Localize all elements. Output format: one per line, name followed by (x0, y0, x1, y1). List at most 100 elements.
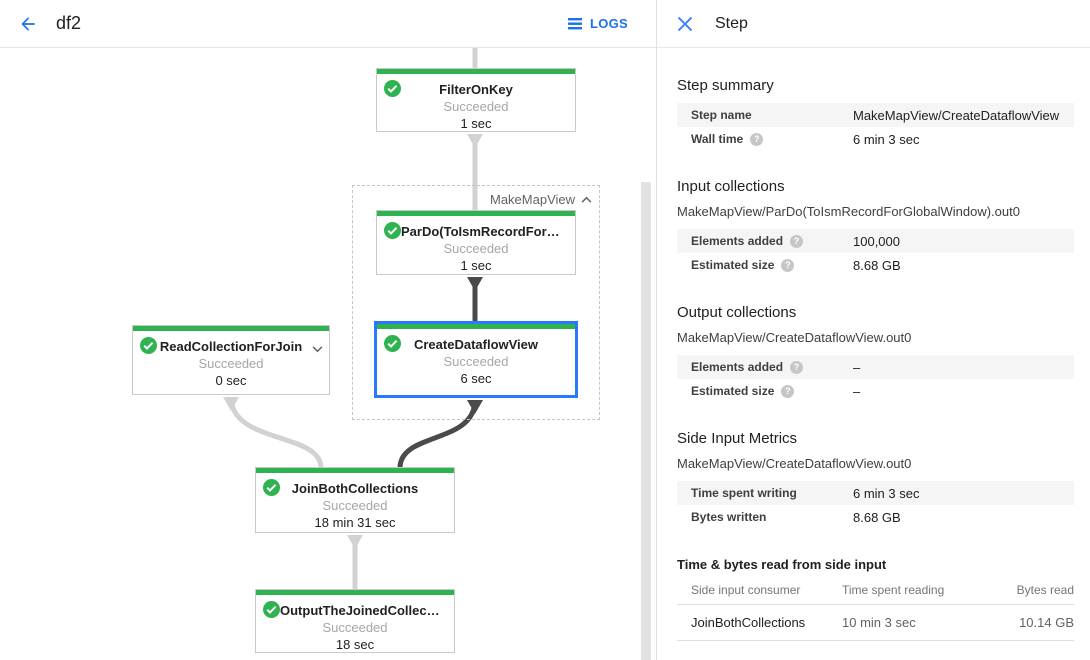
chevron-down-icon (312, 346, 323, 353)
section-heading-side-input-metrics: Side Input Metrics (677, 430, 798, 447)
side-input-consumer: JoinBothCollections (691, 615, 806, 630)
kv-value: – (853, 383, 861, 399)
arrow-back-icon (21, 16, 35, 31)
panel-header: Step (657, 0, 1090, 48)
group-label-text: MakeMapView (490, 192, 576, 207)
time-spent-reading: 10 min 3 sec (842, 615, 916, 630)
help-icon[interactable]: ? (781, 384, 795, 398)
close-icon (677, 16, 693, 31)
node-title: OutputTheJoinedCollec… (280, 603, 440, 618)
kv-row: Bytes written 8.68 GB (677, 505, 1074, 529)
success-check-icon (263, 479, 280, 496)
node-status-bar (377, 324, 575, 329)
help-icon[interactable]: ? (750, 132, 764, 146)
graph-header: df2 LOGS (0, 0, 656, 48)
node-time: 18 sec (335, 637, 375, 652)
node-title: ReadCollectionForJoin (159, 339, 303, 354)
column-header: Side input consumer (691, 583, 801, 597)
node-status-bar (377, 211, 575, 216)
success-check-icon (140, 337, 157, 354)
step-details-panel: Step Step summary Step name MakeMapView/… (656, 0, 1090, 660)
help-icon[interactable]: ? (790, 360, 804, 374)
graph-vertical-scrollbar[interactable] (641, 182, 651, 660)
help-icon[interactable]: ? (790, 234, 804, 248)
kv-row: Elements added ? 100,000 (677, 229, 1074, 253)
edge-arrow (467, 134, 483, 148)
node-status: Succeeded (322, 498, 388, 513)
kv-label: Elements added ? (691, 234, 853, 248)
node-title: JoinBothCollections (291, 481, 419, 496)
makemapview-group-box (352, 185, 600, 420)
section-heading-input-collections: Input collections (677, 178, 785, 195)
node-title: CreateDataflowView (413, 337, 539, 352)
node-title: FilterOnKey (439, 82, 513, 97)
kv-value: MakeMapView/CreateDataflowView (853, 107, 1060, 123)
edge-arrow (467, 400, 483, 414)
kv-label: Estimated size ? (691, 384, 853, 398)
kv-row: Step name MakeMapView/CreateDataflowView (677, 103, 1074, 127)
table-row: JoinBothCollections 10 min 3 sec 10.14 G… (677, 605, 1074, 641)
kv-value: 6 min 3 sec (853, 131, 920, 147)
back-button[interactable] (8, 4, 48, 44)
kv-row: Estimated size ? – (677, 379, 1074, 403)
makemapview-group-toggle[interactable]: MakeMapView (490, 192, 592, 207)
kv-label: Bytes written (691, 510, 767, 524)
node-filteronkey[interactable]: FilterOnKey Succeeded 1 sec (376, 68, 576, 132)
job-graph-canvas[interactable]: MakeMapView FilterOnKey Succeeded 1 sec … (0, 48, 656, 660)
node-time: 18 min 31 sec (314, 515, 396, 530)
node-status: Succeeded (443, 99, 509, 114)
success-check-icon (384, 335, 401, 352)
node-status: Succeeded (322, 620, 388, 635)
kv-label: Elements added ? (691, 360, 853, 374)
section-heading-output-collections: Output collections (677, 304, 797, 321)
node-status-bar (256, 468, 454, 473)
node-status: Succeeded (198, 356, 264, 371)
kv-label: Wall time ? (691, 132, 853, 146)
kv-label: Time spent writing (691, 486, 797, 500)
job-title: df2 (56, 13, 82, 33)
help-icon[interactable]: ? (781, 258, 795, 272)
node-title: ParDo(ToIsmRecordFor… (401, 224, 560, 239)
section-heading-step-summary: Step summary (677, 77, 774, 94)
edge-read-join (228, 396, 324, 469)
node-time: 6 sec (460, 371, 492, 386)
bytes-read: 10.14 GB (1019, 615, 1074, 630)
kv-value: 8.68 GB (853, 257, 901, 273)
kv-row: Elements added ? – (677, 355, 1074, 379)
node-status-bar (133, 326, 329, 331)
edge-arrow (467, 277, 483, 291)
chevron-up-icon (581, 196, 592, 203)
side-input-table: Side input consumer Time spent reading B… (677, 576, 1074, 641)
column-header: Time spent reading (842, 583, 945, 597)
node-time: 1 sec (460, 258, 492, 273)
node-status: Succeeded (443, 354, 509, 369)
close-panel-button[interactable] (665, 4, 705, 44)
graph-edges (223, 48, 483, 589)
column-header: Bytes read (1016, 583, 1074, 597)
side-input-collection-name: MakeMapView/CreateDataflowView.out0 (677, 456, 912, 471)
kv-value: 6 min 3 sec (853, 485, 920, 501)
edge-arrow (347, 535, 363, 549)
panel-body: Step summary Step name MakeMapView/Creat… (657, 77, 1090, 641)
node-status-bar (256, 590, 454, 595)
success-check-icon (384, 80, 401, 97)
expand-node-control[interactable] (312, 340, 323, 358)
edge-arrow (223, 397, 239, 411)
node-pardo-toismrecord[interactable]: ParDo(ToIsmRecordFor… Succeeded 1 sec (376, 210, 576, 275)
node-readcollectionforjoin[interactable]: ReadCollectionForJoin Succeeded 0 sec (132, 325, 330, 395)
node-createdataflowview[interactable]: CreateDataflowView Succeeded 6 sec (374, 321, 578, 398)
edge-create-join (397, 399, 478, 469)
kv-value: – (853, 359, 861, 375)
node-joinbothcollections[interactable]: JoinBothCollections Succeeded 18 min 31 … (255, 467, 455, 533)
success-check-icon (384, 222, 401, 239)
panel-title: Step (715, 14, 748, 32)
node-outputthejoined[interactable]: OutputTheJoinedCollec… Succeeded 18 sec (255, 589, 455, 653)
kv-value: 100,000 (853, 233, 900, 249)
logs-list-icon (567, 17, 582, 29)
logs-button[interactable]: LOGS (567, 16, 628, 31)
node-time: 0 sec (215, 373, 247, 388)
output-collection-name: MakeMapView/CreateDataflowView.out0 (677, 330, 912, 345)
kv-label: Estimated size ? (691, 258, 853, 272)
node-status-bar (377, 69, 575, 74)
table-header-row: Side input consumer Time spent reading B… (677, 576, 1074, 605)
